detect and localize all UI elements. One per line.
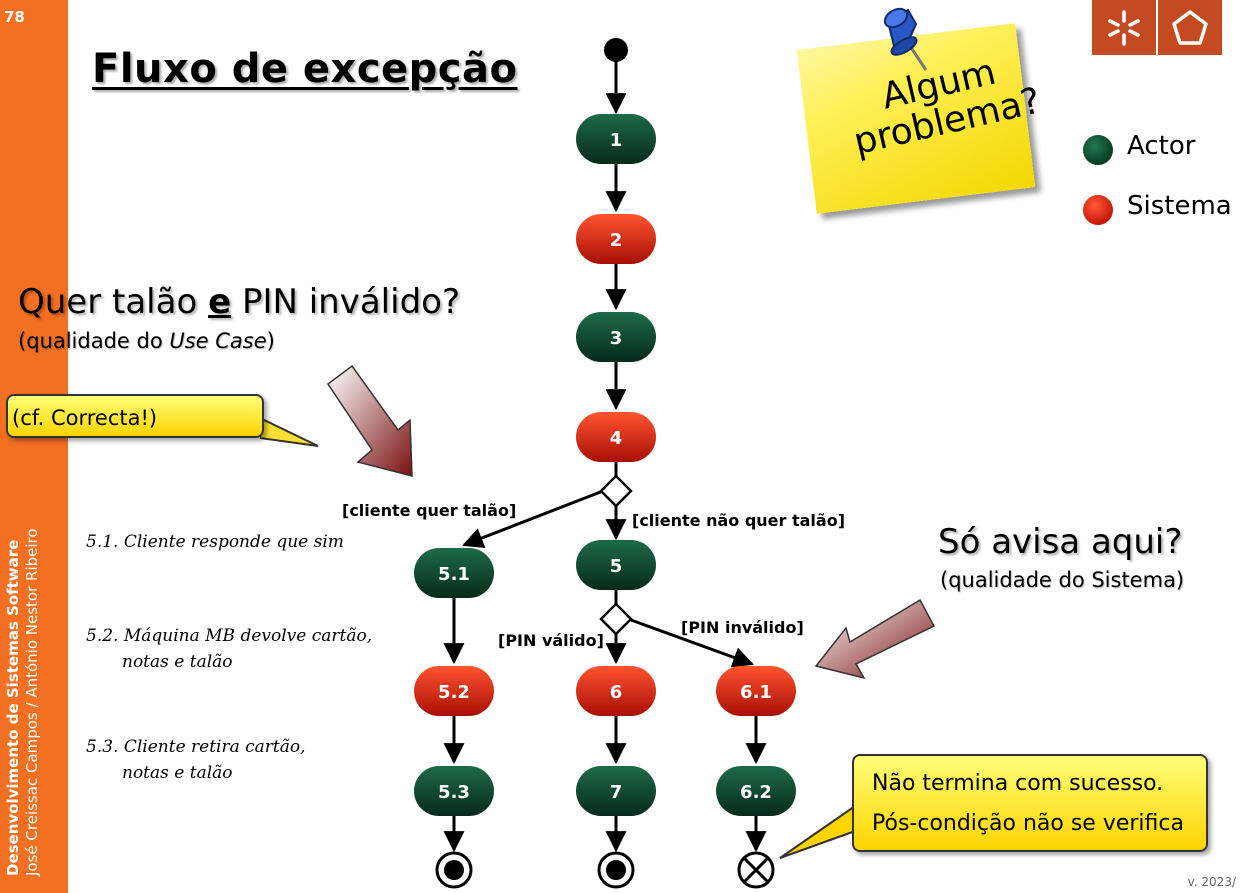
node-label-7: 7: [610, 782, 623, 803]
final-node-normal: [597, 851, 635, 889]
callout-final: Não termina com sucesso. Pós-condição nã…: [852, 754, 1208, 852]
left-question: Quer talão e PIN inválido?: [18, 282, 460, 322]
node-label-5: 5: [610, 556, 623, 577]
left-question-sub: (qualidade do Use Case): [18, 329, 275, 353]
diagram-edges: [443, 60, 767, 853]
decision-talao: [599, 474, 633, 508]
guard-quer-talao: [cliente quer talão]: [342, 501, 516, 520]
guard-pin-valido: [PIN válido]: [498, 631, 604, 650]
step-note-5-2-cont: notas e talão: [122, 652, 233, 672]
action-node-6: 6: [576, 666, 656, 716]
legend-actor-label: Actor: [1127, 131, 1196, 161]
callout-correcta: (cf. Correcta!): [6, 394, 264, 438]
step-note-5-1: 5.1. Cliente responde que sim: [86, 532, 344, 552]
university-logo: [1092, 0, 1156, 55]
action-node-5-2: 5.2: [414, 666, 494, 716]
action-node-6-1: 6.1: [716, 666, 796, 716]
page-number: 78: [4, 8, 25, 26]
node-label-5-1: 5.1: [438, 564, 470, 585]
node-label-5-2: 5.2: [438, 682, 470, 703]
right-question-title: Só avisa aqui?: [938, 522, 1183, 562]
action-node-5-1: 5.1: [414, 548, 494, 598]
callout-final-line-2: Pós-condição não se verifica: [872, 811, 1184, 836]
node-label-5-3: 5.3: [438, 782, 470, 803]
action-node-5-3: 5.3: [414, 766, 494, 816]
action-node-7: 7: [576, 766, 656, 816]
callout-final-line-1: Não termina com sucesso.: [872, 771, 1164, 796]
callout-pointer-left: [260, 416, 319, 447]
left-question-suffix: PIN inválido?: [231, 282, 460, 322]
action-node-6-2: 6.2: [716, 766, 796, 816]
pentagon-icon: [1172, 9, 1208, 45]
left-question-emphasis: e: [208, 282, 232, 322]
legend-actor-swatch: [1083, 135, 1113, 165]
initial-node: [604, 38, 628, 62]
action-node-2: 2: [576, 214, 656, 264]
school-logo: [1158, 0, 1222, 55]
node-label-2: 2: [610, 230, 623, 251]
left-sub-suffix: ): [266, 329, 275, 353]
asterisk-icon: [1108, 9, 1140, 46]
emphasis-arrow-right: [814, 598, 936, 680]
node-label-1: 1: [610, 130, 623, 151]
guard-nao-quer-talao: [cliente não quer talão]: [632, 511, 845, 530]
step-note-5-3: 5.3. Cliente retira cartão,: [86, 737, 306, 757]
action-node-4: 4: [576, 412, 656, 462]
flow-final-node: [737, 851, 775, 889]
legend-sistema-label: Sistema: [1127, 191, 1232, 221]
final-node-talao: [435, 851, 473, 889]
right-question-sub: (qualidade do Sistema): [940, 568, 1185, 592]
guard-pin-invalido: [PIN inválido]: [681, 618, 804, 637]
node-label-6-2: 6.2: [740, 782, 772, 803]
left-sub-prefix: (qualidade do: [18, 329, 170, 353]
left-sub-italic: Use Case: [169, 329, 267, 353]
emphasis-arrow-left: [326, 364, 413, 477]
action-node-1: 1: [576, 114, 656, 164]
legend-sistema-swatch: [1083, 195, 1113, 225]
page-title: Fluxo de excepção: [92, 46, 518, 92]
version-label: v. 2023/: [1187, 875, 1236, 889]
left-question-prefix: Quer talão: [18, 282, 209, 322]
node-label-6: 6: [610, 682, 623, 703]
node-label-4: 4: [610, 428, 623, 449]
sidebar: 78 Desenvolvimento de Sistemas Software …: [0, 0, 68, 893]
node-label-6-1: 6.1: [740, 682, 772, 703]
node-label-3: 3: [610, 328, 623, 349]
action-node-5: 5: [576, 540, 656, 590]
decision-pin: [599, 602, 633, 636]
step-note-5-3-cont: notas e talão: [122, 763, 233, 783]
pushpin-icon: [883, 7, 928, 71]
action-node-3: 3: [576, 312, 656, 362]
step-note-5-2: 5.2. Máquina MB devolve cartão,: [86, 626, 373, 646]
